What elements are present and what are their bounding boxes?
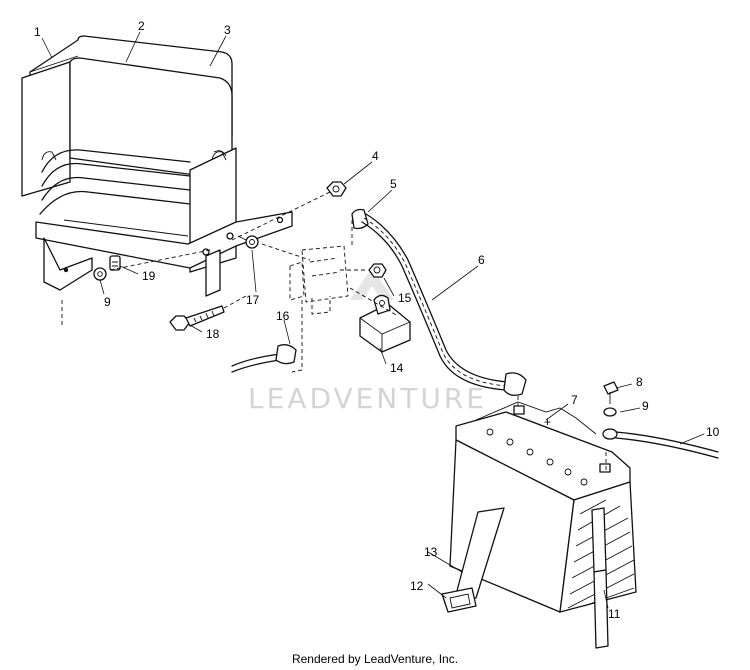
screw-part-8 [603,381,619,404]
callout-3: 3 [224,23,231,37]
callout-7: 7 [571,393,578,407]
callout-16: 16 [276,309,290,323]
ground-cable-part-10 [602,428,719,459]
callout-8: 8 [636,375,643,389]
washer-part-9-left [93,267,107,281]
locknut-part-15 [368,263,387,278]
callout-4: 4 [372,149,379,163]
watermark-text: LEADVENTURE [248,382,487,415]
callout-9-right: 9 [642,399,649,413]
solenoid-outline-dashed [289,220,399,373]
callout-5: 5 [390,177,397,191]
callout-12: 12 [410,579,424,593]
strap-part-11 [591,507,609,649]
callout-1: 1 [34,25,41,39]
leader-lines [41,31,705,609]
cable-part-16 [231,344,297,373]
relay-part-14 [359,294,411,353]
callout-13: 13 [424,545,438,559]
battery-plus-sign: + [544,415,551,429]
battery-cable-part-6 [351,208,527,414]
callout-17: 17 [246,293,260,307]
watermark-logo: LEADVENTURE [248,268,487,415]
battery-box [21,35,293,326]
callout-11: 11 [608,607,621,621]
callout-14: 14 [390,361,404,375]
bolt-part-19 [109,255,121,271]
footer-credit: Rendered by LeadVenture, Inc. [291,652,459,666]
callout-2: 2 [138,19,145,33]
callout-9-left: 9 [104,295,111,309]
callout-15: 15 [398,291,412,305]
callout-labels: 1 2 3 4 5 6 7 8 9 10 11 12 13 14 15 16 1… [34,19,720,621]
callout-19: 19 [142,269,156,283]
callout-18: 18 [206,327,220,341]
nut-part-4 [326,181,347,197]
buckle-part-12 [441,587,477,613]
callout-10: 10 [706,425,720,439]
washer-part-9-right [603,407,617,417]
screw-part-18 [169,295,247,331]
callout-6: 6 [478,253,485,267]
